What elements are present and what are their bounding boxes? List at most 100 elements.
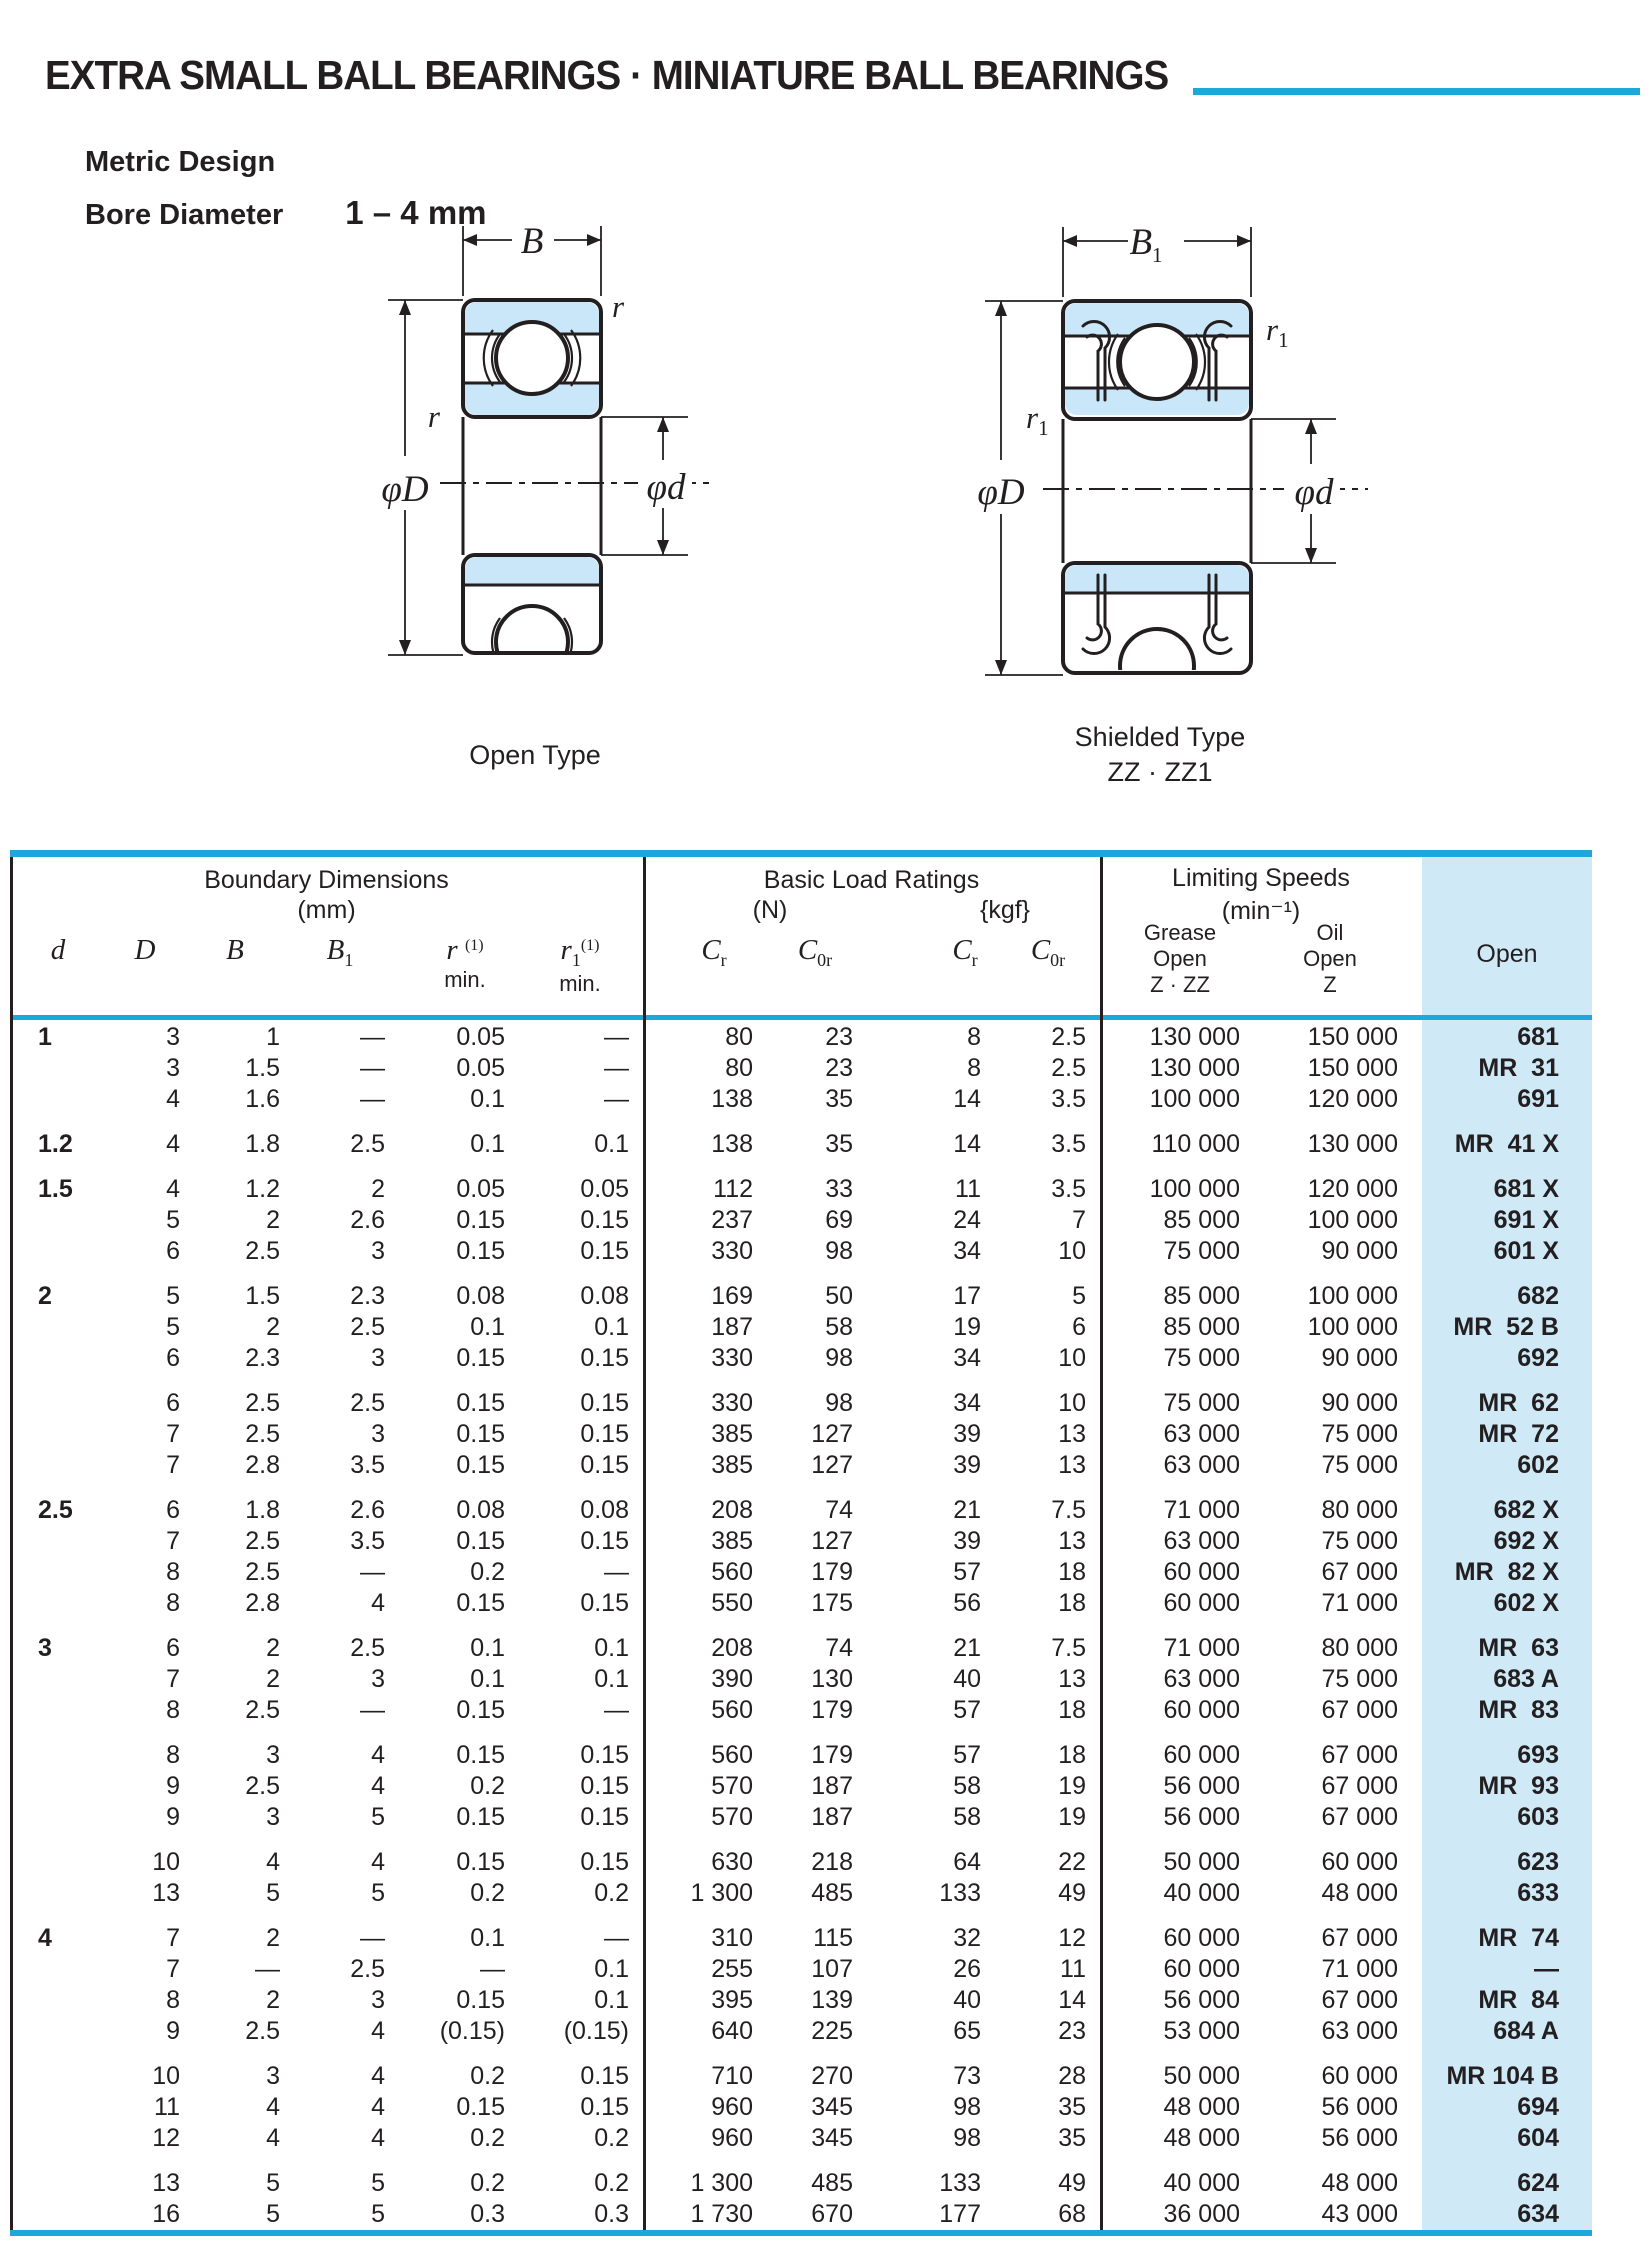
cell-c0r-kgf: 10 bbox=[1058, 1344, 1086, 1372]
cell-c0r-kgf: 2.5 bbox=[1051, 1054, 1086, 1082]
cell-d bbox=[10, 2092, 100, 2123]
cell-B: 2 bbox=[266, 1924, 280, 1952]
cell-B1: 4 bbox=[371, 2124, 385, 2152]
cell-cr-n: 570 bbox=[711, 1772, 753, 1800]
cell-open-designation: 623 bbox=[1517, 1848, 1559, 1876]
cell-c0r-n: 74 bbox=[825, 1496, 853, 1524]
table-left-border bbox=[10, 857, 13, 2230]
cell-B: 3 bbox=[266, 2062, 280, 2090]
cell-cr-n: 187 bbox=[711, 1313, 753, 1341]
cell-oil-speed: 48 000 bbox=[1321, 2169, 1398, 2197]
dim-B1-label: B1 bbox=[1129, 222, 1162, 267]
cell-open-designation: 692 bbox=[1517, 1344, 1559, 1372]
cell-B: 2.5 bbox=[245, 1527, 280, 1555]
cell-B1: — bbox=[360, 1085, 385, 1113]
cell-r1-min: 0.08 bbox=[580, 1282, 629, 1310]
cell-oil-speed: 56 000 bbox=[1321, 2124, 1398, 2152]
cell-c0r-kgf: 13 bbox=[1058, 1420, 1086, 1448]
cell-r-min: 0.05 bbox=[456, 1175, 505, 1203]
cell-cr-n: 80 bbox=[725, 1054, 753, 1082]
cell-B: 5 bbox=[266, 2200, 280, 2228]
cell-B1: 4 bbox=[371, 1848, 385, 1876]
cell-d bbox=[10, 1312, 100, 1343]
cell-open-designation: 603 bbox=[1517, 1803, 1559, 1831]
cell-r-min: 0.1 bbox=[470, 1634, 505, 1662]
cell-cr-kgf: 40 bbox=[953, 1665, 981, 1693]
cell-d: 3 bbox=[38, 1634, 52, 1662]
cell-r1-min: 0.1 bbox=[594, 1665, 629, 1693]
cell-c0r-n: 127 bbox=[811, 1527, 853, 1555]
cell-open-designation: MR 82 X bbox=[1454, 1558, 1559, 1586]
cell-B1: 5 bbox=[371, 2200, 385, 2228]
cell-grease-speed: 85 000 bbox=[1163, 1282, 1240, 1310]
cell-cr-kgf: 58 bbox=[953, 1772, 981, 1800]
cell-open-designation: 682 bbox=[1517, 1282, 1559, 1310]
cell-r-min: 0.2 bbox=[470, 1772, 505, 1800]
cell-r-min: 0.08 bbox=[456, 1282, 505, 1310]
cell-c0r-n: 107 bbox=[811, 1955, 853, 1983]
cell-cr-kgf: 39 bbox=[953, 1420, 981, 1448]
cell-c0r-n: 35 bbox=[825, 1085, 853, 1113]
cell-r-min: 0.2 bbox=[470, 2062, 505, 2090]
cell-d bbox=[10, 1236, 100, 1267]
cell-open-designation: 684 A bbox=[1493, 2017, 1559, 2045]
cell-cr-kgf: 34 bbox=[953, 1344, 981, 1372]
cell-c0r-kgf: 19 bbox=[1058, 1772, 1086, 1800]
cell-oil-speed: 150 000 bbox=[1307, 1023, 1398, 1051]
cell-c0r-n: 187 bbox=[811, 1772, 853, 1800]
cell-cr-n: 385 bbox=[711, 1451, 753, 1479]
cell-r-min: 0.15 bbox=[456, 1344, 505, 1372]
cell-r-min: — bbox=[480, 1955, 505, 1983]
cell-open-designation: 682 X bbox=[1493, 1496, 1559, 1524]
cell-open-designation: 633 bbox=[1517, 1879, 1559, 1907]
cell-c0r-n: 179 bbox=[811, 1741, 853, 1769]
cell-d bbox=[10, 1557, 100, 1588]
shield-left bbox=[1081, 319, 1112, 402]
cell-c0r-n: 187 bbox=[811, 1803, 853, 1831]
cell-oil-speed: 48 000 bbox=[1321, 1879, 1398, 1907]
cell-c0r-n: 23 bbox=[825, 1023, 853, 1051]
cell-r-min: 0.15 bbox=[456, 1741, 505, 1769]
cell-open-designation: 602 bbox=[1517, 1451, 1559, 1479]
cell-d bbox=[10, 1388, 100, 1419]
cell-c0r-kgf: 10 bbox=[1058, 1389, 1086, 1417]
cell-grease-speed: 63 000 bbox=[1163, 1451, 1240, 1479]
cell-B: 2.5 bbox=[245, 1696, 280, 1724]
cell-cr-kgf: 32 bbox=[953, 1924, 981, 1952]
cell-cr-n: 310 bbox=[711, 1924, 753, 1952]
cell-d: 2.5 bbox=[38, 1496, 73, 1524]
cell-open-designation: 681 X bbox=[1493, 1175, 1559, 1203]
cell-c0r-kgf: 14 bbox=[1058, 1986, 1086, 2014]
col-header-c0r-kgf: C0r bbox=[1030, 934, 1066, 970]
cell-grease-speed: 60 000 bbox=[1163, 1589, 1240, 1617]
cell-B1: 2.3 bbox=[350, 1282, 385, 1310]
cell-B: — bbox=[255, 1955, 280, 1983]
header-load-unit-n: (N) bbox=[752, 896, 788, 924]
cell-r1-min: — bbox=[604, 1054, 629, 1082]
cell-c0r-kgf: 35 bbox=[1058, 2093, 1086, 2121]
cell-c0r-kgf: 13 bbox=[1058, 1665, 1086, 1693]
cell-c0r-n: 35 bbox=[825, 1130, 853, 1158]
cell-d bbox=[10, 1084, 100, 1115]
shield-right bbox=[1202, 319, 1233, 402]
corner-radius-label-top: r1 bbox=[1266, 312, 1289, 352]
cell-oil-speed: 75 000 bbox=[1321, 1665, 1398, 1693]
cell-d bbox=[10, 1740, 100, 1771]
cell-d: 1 bbox=[38, 1023, 52, 1051]
cell-r-min: 0.15 bbox=[456, 1420, 505, 1448]
cell-D: 7 bbox=[166, 1955, 180, 1983]
cell-d bbox=[10, 1878, 100, 1909]
cell-grease-speed: 56 000 bbox=[1163, 1772, 1240, 1800]
cell-d bbox=[10, 2016, 100, 2047]
